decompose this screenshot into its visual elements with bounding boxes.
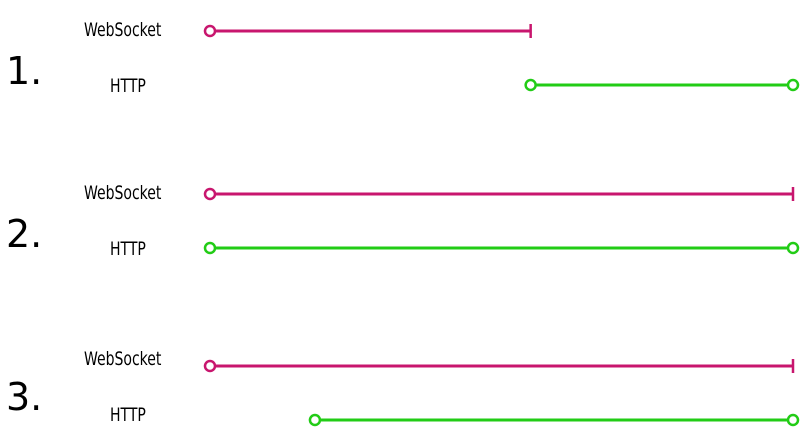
scenario-3-number: 3. [6, 375, 43, 419]
scenario-3-http-start-marker [308, 413, 322, 427]
scenario-2-http-start-marker [203, 241, 217, 255]
scenario-1-http-end-marker [786, 78, 800, 92]
scenario-2-http-end-marker [786, 241, 800, 255]
scenario-2-number: 2. [6, 212, 43, 256]
scenario-1-http-start-marker [524, 78, 537, 92]
scenario-2-http-label: HTTP [110, 238, 146, 260]
scenario-2-websocket-start-marker [203, 187, 217, 201]
scenario-1-websocket-start-marker [203, 24, 217, 38]
scenario-1-websocket-label: WebSocket [84, 19, 162, 41]
scenario-2-websocket-label: WebSocket [84, 182, 162, 204]
scenario-1-number: 1. [6, 49, 43, 93]
scenario-3-websocket-label: WebSocket [84, 348, 162, 370]
scenario-3-http-label: HTTP [110, 404, 146, 426]
scenario-1-http-label: HTTP [110, 75, 146, 97]
scenario-3-websocket-start-marker [203, 359, 217, 373]
scenario-3-http-end-marker [786, 413, 800, 427]
